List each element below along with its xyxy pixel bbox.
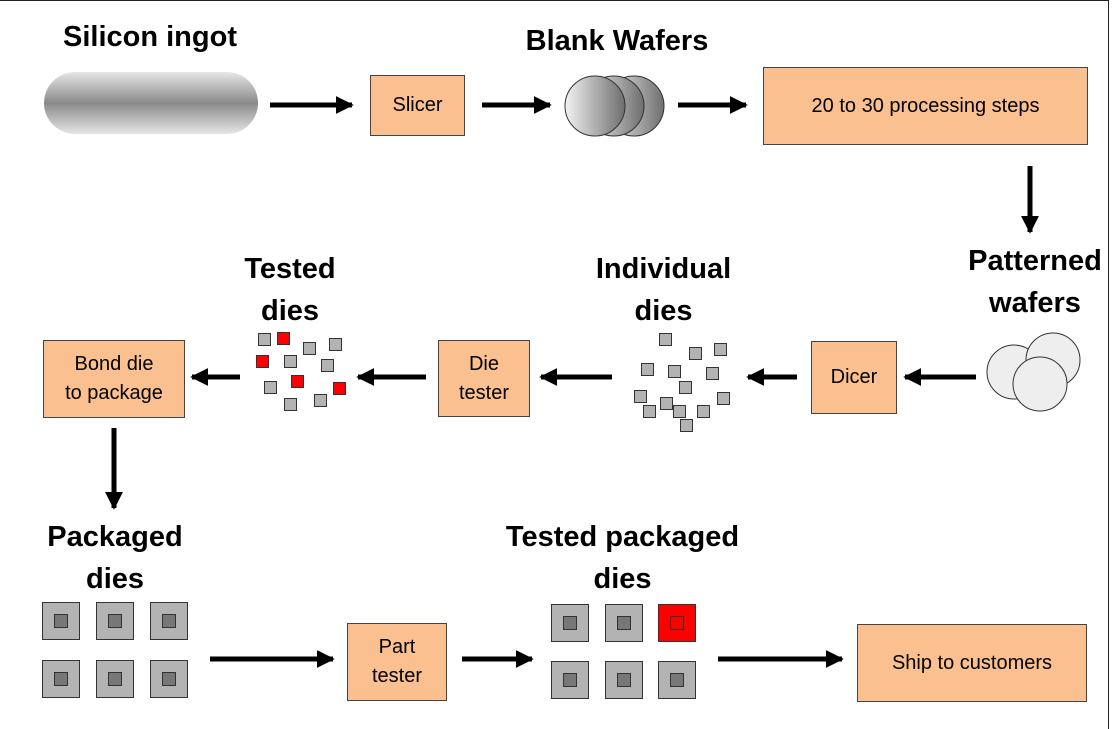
blank-wafers-graphic [564, 75, 665, 137]
die [668, 365, 681, 378]
step-ship: Ship to customers [857, 624, 1087, 702]
defective-die [277, 332, 290, 345]
step-slicer: Slicer [370, 75, 465, 136]
label-patterned-wafers: Patterned wafers [968, 245, 1102, 319]
packaged-die [150, 660, 188, 698]
label-tested-packaged-dies: Tested packaged dies [505, 521, 740, 595]
label-silicon-ingot: Silicon ingot [63, 21, 237, 53]
die [258, 333, 271, 346]
die [303, 342, 316, 355]
step-part-tester: Part tester [347, 623, 447, 701]
step-die-tester: Die tester [438, 340, 530, 417]
die [714, 343, 727, 356]
die [697, 405, 710, 418]
die [660, 397, 673, 410]
step-processing: 20 to 30 processing steps [763, 67, 1088, 145]
defective-packaged-die [658, 604, 696, 642]
tested-packaged-die [605, 661, 643, 699]
die [673, 405, 686, 418]
die [284, 398, 297, 411]
label-tested-dies: Tested dies [244, 253, 336, 327]
die [643, 405, 656, 418]
die [679, 381, 692, 394]
die [321, 359, 334, 372]
die [329, 338, 342, 351]
tested-packaged-die [605, 604, 643, 642]
die [284, 355, 297, 368]
frame-right-edge [1108, 0, 1109, 729]
die [641, 363, 654, 376]
step-dicer: Dicer [811, 341, 897, 414]
tested-packaged-die [658, 661, 696, 699]
die [634, 390, 647, 403]
die [706, 367, 719, 380]
defective-die [256, 355, 269, 368]
patterned-wafer-front [1012, 356, 1068, 412]
frame-top-edge [0, 0, 1108, 1]
patterned-wafers-graphic [986, 332, 1081, 412]
die [717, 392, 730, 405]
label-blank-wafers: Blank Wafers [525, 25, 709, 57]
die [659, 333, 672, 346]
tested-packaged-die [551, 661, 589, 699]
label-packaged-dies: Packaged dies [47, 521, 183, 595]
die [689, 347, 702, 360]
step-bond-die: Bond die to package [43, 340, 185, 418]
die [314, 394, 327, 407]
packaged-die [150, 602, 188, 640]
defective-die [333, 382, 346, 395]
tested-packaged-die [551, 604, 589, 642]
silicon-ingot-shape [44, 72, 258, 134]
packaged-die [96, 602, 134, 640]
die [680, 419, 693, 432]
packaged-die [96, 660, 134, 698]
blank-wafer-front [564, 75, 626, 137]
die [264, 381, 277, 394]
defective-die [291, 375, 304, 388]
label-individual-dies: Individual dies [595, 253, 732, 327]
packaged-die [42, 602, 80, 640]
packaged-die [42, 660, 80, 698]
